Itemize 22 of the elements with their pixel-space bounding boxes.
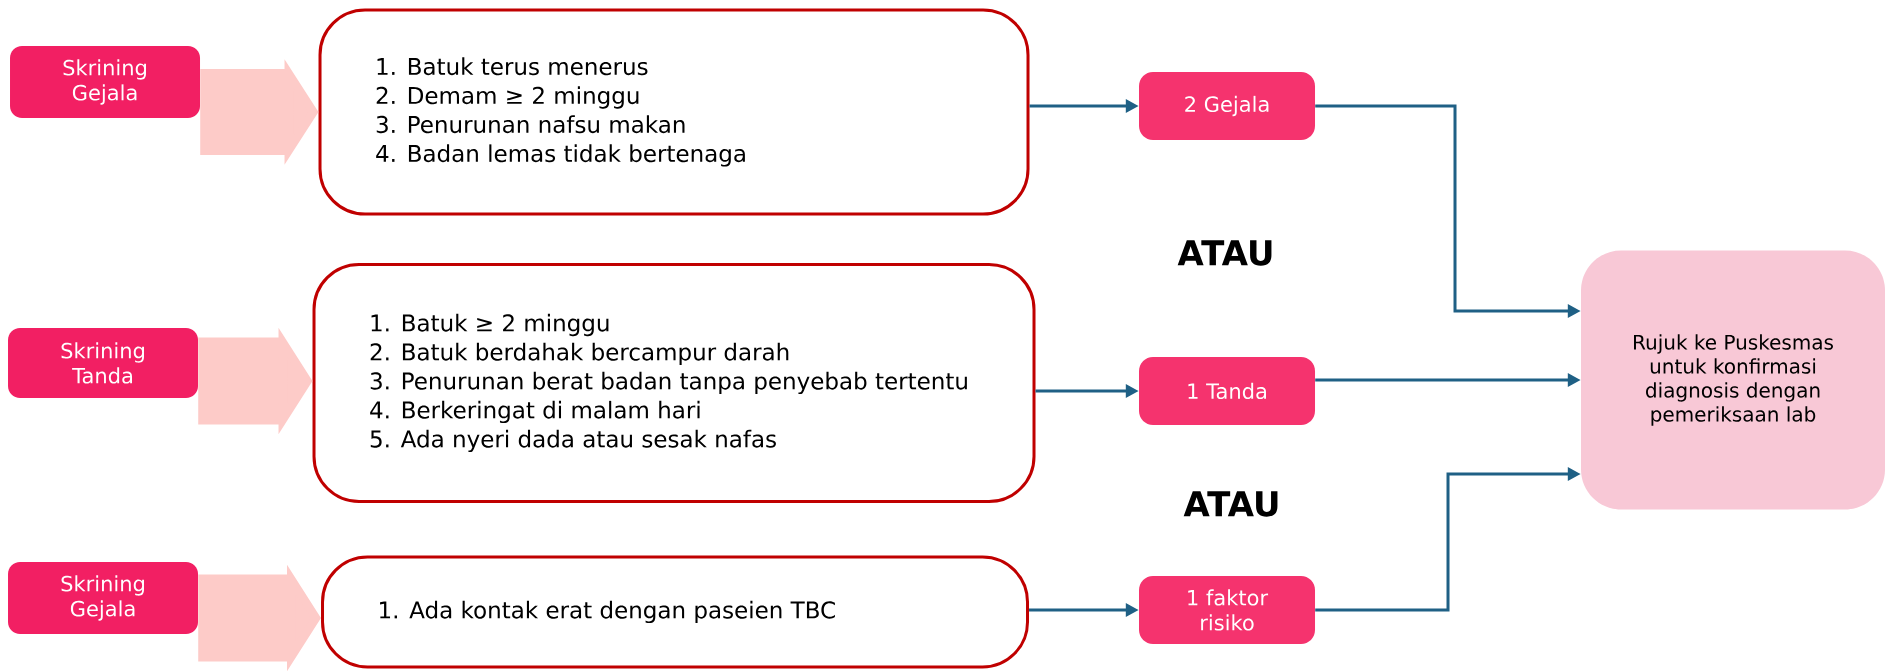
result-box: 1 Tanda <box>1139 357 1315 425</box>
screening-tag: Skrining Gejala <box>8 562 198 634</box>
list-item: 3. Penurunan nafsu makan <box>376 115 685 134</box>
list-box <box>318 8 1030 216</box>
screening-tag: Skrining Gejala <box>10 46 200 118</box>
list-item: 5. Ada nyeri dada atau sesak nafas <box>370 429 776 453</box>
or-label: ATAU <box>1177 240 1272 266</box>
list-item: 2. Batuk berdahak bercampur darah <box>370 342 789 366</box>
result-box: 2 Gejala <box>1139 72 1315 140</box>
list-item: 4. Badan lemas tidak bertenaga <box>376 144 745 167</box>
result-box: 1 faktor risiko <box>1139 576 1315 644</box>
list-item: 1. Batuk terus menerus <box>377 57 648 76</box>
list-item: 2. Demam ≥ 2 minggu <box>376 86 639 109</box>
or-label: ATAU <box>1183 491 1278 517</box>
list-item: 3. Penurunan berat badan tanpa penyebab tertentu <box>370 371 967 395</box>
list-item: 1. Ada kontak erat dengan paseien TBC <box>380 600 835 624</box>
referral-box: Rujuk ke Puskesmas untuk konfirmasi diagnosis dengan pemeriksaan lab <box>1581 250 1885 510</box>
list-item: 1. Batuk ≥ 2 minggu <box>371 313 609 337</box>
list-box <box>312 263 1036 503</box>
list-box <box>321 555 1029 669</box>
list-item: 4. Berkeringat di malam hari <box>370 400 700 424</box>
screening-tag: Skrining Tanda <box>8 328 198 398</box>
